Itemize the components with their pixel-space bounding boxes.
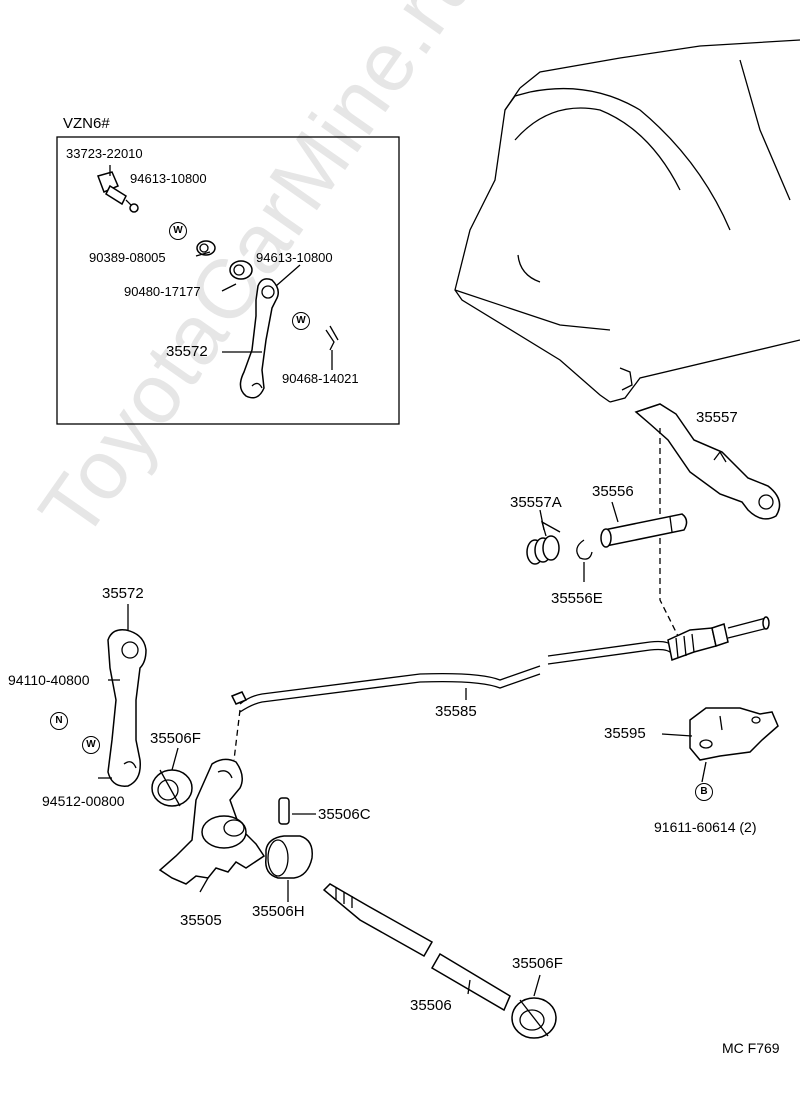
bolt-symbol: B [695,783,713,801]
label-35556E: 35556E [551,590,603,607]
label-94512-00800: 94512-00800 [42,793,125,809]
lever-35572 [107,628,147,787]
spring-35557A [526,520,561,565]
label-35506F-top: 35506F [150,730,201,747]
bushing-35506H [265,835,313,879]
inset-lever-35572 [239,278,279,399]
inset-bushing-90480 [229,260,253,280]
label-35585: 35585 [435,703,477,720]
lever-35557 [634,403,781,520]
diagram-code: MC F769 [722,1040,780,1056]
inset-bushing-90389 [196,240,216,256]
inset-title: VZN6# [63,115,110,132]
label-35505: 35505 [180,912,222,929]
seal-35506F-bottom [511,997,557,1039]
label-35506H: 35506H [252,903,305,920]
label-91611-60614: 91611-60614 (2) [654,819,757,835]
label-33723-22010: 33723-22010 [66,146,143,161]
washer-symbol: W [82,736,100,754]
label-35506F-bottom: 35506F [512,955,563,972]
inset-switch-33723 [97,165,139,213]
label-94613-10800-b: 94613-10800 [256,250,333,265]
washer-symbol: W [169,222,187,240]
label-35557: 35557 [696,409,738,426]
inset-cotter-90468 [325,325,339,351]
sector-35505 [158,758,266,885]
label-94613-10800-a: 94613-10800 [130,171,207,186]
label-90468-14021: 90468-14021 [282,371,359,386]
seal-35506F-top [151,769,193,807]
nut-symbol: N [50,712,68,730]
label-35506: 35506 [410,997,452,1014]
pin-35506C [278,797,290,825]
label-35506C: 35506C [318,806,371,823]
inset-box [56,136,400,425]
transmission-housing [454,39,800,403]
label-90389-08005: 90389-08005 [89,250,166,265]
inset-leaders [195,251,333,370]
label-35557A: 35557A [510,494,562,511]
shaft-35506 [322,883,511,1012]
label-35556: 35556 [592,483,634,500]
washer-symbol: W [292,312,310,330]
label-90480-17177: 90480-17177 [124,284,201,299]
bracket-35595 [689,707,779,761]
label-35595: 35595 [604,725,646,742]
label-35572-inset: 35572 [166,343,208,360]
cable-35585 [230,616,770,713]
label-35572: 35572 [102,585,144,602]
pin-35556 [600,513,688,548]
ering-35556E [576,539,593,560]
label-94110-40800: 94110-40800 [8,672,90,688]
